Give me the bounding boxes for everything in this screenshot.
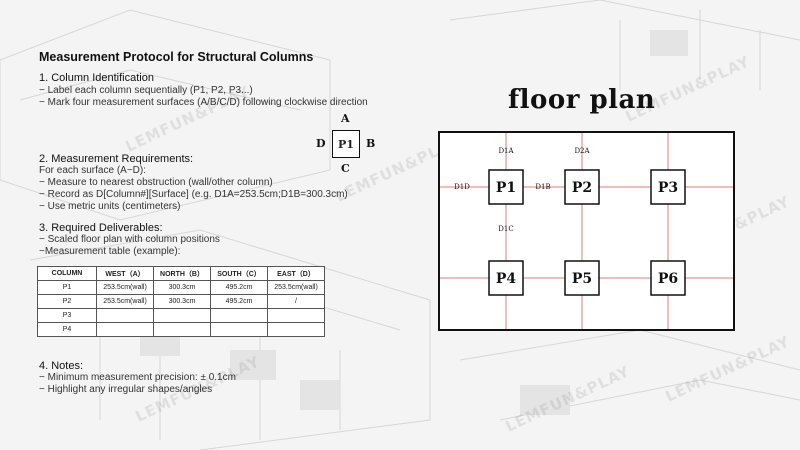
column-p1-sample: P1 bbox=[332, 130, 360, 158]
text-line: For each surface (A−D): bbox=[39, 165, 146, 176]
section-title-deliverables: 3. Required Deliverables: bbox=[39, 222, 163, 234]
table-cell bbox=[210, 322, 268, 337]
table-cell: 495.2cm bbox=[210, 280, 268, 295]
section-title-identification: 1. Column Identification bbox=[39, 72, 154, 84]
surface-label-d: D bbox=[316, 137, 326, 150]
table-header: WEST（A） bbox=[96, 266, 154, 281]
table-cell: P4 bbox=[37, 322, 97, 337]
section-title-requirements: 2. Measurement Requirements: bbox=[39, 153, 194, 165]
table-cell: P1 bbox=[37, 280, 97, 295]
dim-label-d1d: D1D bbox=[454, 183, 470, 191]
table-cell: 253.5cm(wall) bbox=[96, 294, 154, 309]
floor-plan: D1A D2A D1D D1B D1C P1 P2 P3 P4 P5 P6 bbox=[438, 131, 735, 331]
dim-label-d1c: D1C bbox=[498, 225, 513, 233]
column-label-p5: P5 bbox=[572, 271, 592, 287]
column-p3 bbox=[650, 169, 686, 205]
table-cell: 495.2cm bbox=[210, 294, 268, 309]
table-cell: 300.3cm bbox=[153, 280, 211, 295]
floor-plan-wall bbox=[438, 131, 735, 331]
text-line: − Scaled floor plan with column position… bbox=[39, 234, 220, 245]
table-row: P2 253.5cm(wall) 300.3cm 495.2cm / bbox=[37, 294, 325, 309]
column-p2 bbox=[564, 169, 600, 205]
column-label-p4: P4 bbox=[496, 271, 517, 287]
surface-label-c: C bbox=[341, 162, 350, 175]
table-header-row: COLUMN WEST（A） NORTH（B） SOUTH（C） EAST（D） bbox=[37, 266, 325, 281]
text-line: − Label each column sequentially (P1, P2… bbox=[39, 85, 253, 96]
text-line: − Minimum measurement precision: ± 0.1cm bbox=[39, 372, 236, 383]
table-header: COLUMN bbox=[37, 266, 97, 281]
table-cell: P3 bbox=[37, 308, 97, 323]
table-cell: 300.3cm bbox=[153, 294, 211, 309]
table-cell bbox=[267, 322, 325, 337]
table-row: P3 bbox=[37, 308, 325, 323]
text-line: − Record as D[Column#][Surface] (e.g. D1… bbox=[39, 189, 348, 200]
page-title: Measurement Protocol for Structural Colu… bbox=[39, 50, 314, 64]
table-cell: 253.5cm(wall) bbox=[96, 280, 154, 295]
table-header: EAST（D） bbox=[267, 266, 325, 281]
table-header: SOUTH（C） bbox=[210, 266, 268, 281]
table-cell bbox=[96, 308, 154, 323]
table-row: P1 253.5cm(wall) 300.3cm 495.2cm 253.5cm… bbox=[37, 280, 325, 295]
column-label-p6: P6 bbox=[658, 271, 678, 287]
table-header: NORTH（B） bbox=[153, 266, 211, 281]
table-cell: 253.5cm(wall) bbox=[267, 280, 325, 295]
text-line: −Measurement table (example): bbox=[39, 246, 181, 257]
column-p1 bbox=[488, 169, 524, 205]
table-cell bbox=[96, 322, 154, 337]
table-cell bbox=[210, 308, 268, 323]
floor-plan-title: floor plan bbox=[508, 85, 656, 115]
table-row: P4 bbox=[37, 322, 325, 337]
table-cell: P2 bbox=[37, 294, 97, 309]
text-line: − Highlight any irregular shapes/angles bbox=[39, 384, 213, 395]
dim-label-d1b: D1B bbox=[535, 183, 550, 191]
table-cell bbox=[153, 308, 211, 323]
table-cell bbox=[153, 322, 211, 337]
surface-label-b: B bbox=[366, 137, 376, 150]
measurement-table: COLUMN WEST（A） NORTH（B） SOUTH（C） EAST（D）… bbox=[37, 266, 325, 337]
surface-label-a: A bbox=[341, 112, 350, 125]
text-line: − Measure to nearest obstruction (wall/o… bbox=[39, 177, 273, 188]
column-p6 bbox=[650, 260, 686, 296]
surface-diagram: A B C D P1 bbox=[310, 112, 390, 177]
section-title-notes: 4. Notes: bbox=[39, 360, 84, 372]
text-line: − Use metric units (centimeters) bbox=[39, 201, 181, 212]
column-label-p1: P1 bbox=[496, 180, 516, 196]
table-cell: / bbox=[267, 294, 325, 309]
dim-label-d1a: D1A bbox=[498, 147, 514, 155]
table-cell bbox=[267, 308, 325, 323]
column-p5 bbox=[564, 260, 600, 296]
column-label-p2: P2 bbox=[572, 180, 592, 196]
column-p4 bbox=[488, 260, 524, 296]
dim-label-d2a: D2A bbox=[574, 147, 590, 155]
text-line: − Mark four measurement surfaces (A/B/C/… bbox=[39, 97, 368, 108]
column-label-p3: P3 bbox=[658, 180, 678, 196]
